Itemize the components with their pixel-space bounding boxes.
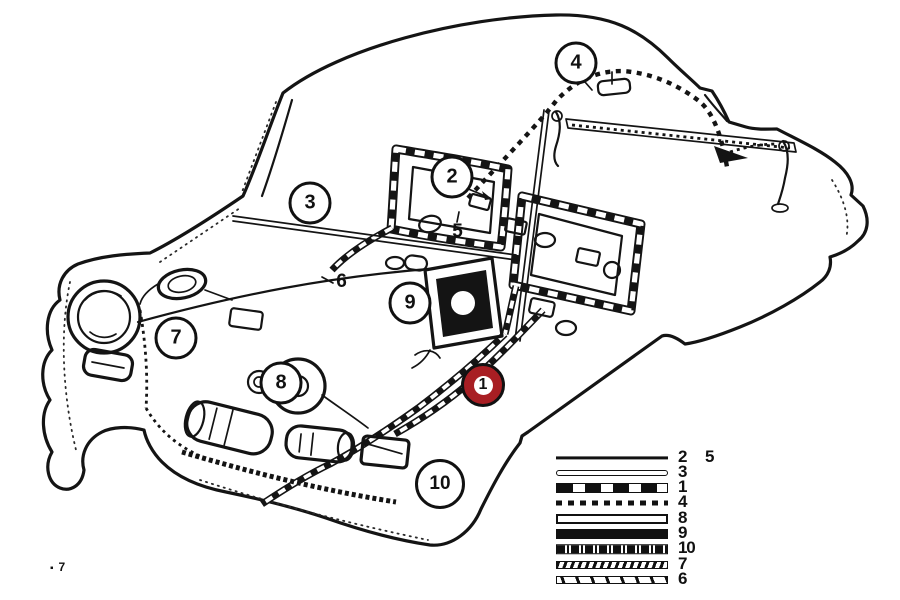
dash-components — [384, 192, 622, 337]
legend-row-9: 9 — [556, 523, 736, 542]
callout-7: 7 — [154, 316, 198, 360]
callout-label: 1 — [473, 375, 493, 395]
legend-row-1: 1 — [556, 477, 736, 496]
chassis-wire-6 — [136, 267, 430, 324]
legend-row-6: 6 — [556, 569, 736, 589]
chassis-wire-3 — [232, 215, 517, 261]
legend-pattern-solid-thin — [556, 455, 668, 460]
legend-label: 3 — [678, 461, 688, 481]
voltage-regulator — [411, 256, 504, 369]
stipple-shading — [62, 101, 849, 541]
callout-3: 3 — [288, 181, 332, 225]
legend-label: 10 — [678, 538, 696, 558]
legend-pattern-speckled-bar — [556, 575, 668, 584]
roof-harness-wire — [466, 68, 779, 200]
legend-pattern-block-dash — [556, 483, 668, 494]
footnote-marker: ▪ — [50, 563, 54, 574]
legend-row-8: 8 — [556, 507, 736, 527]
legend-pattern-ticked-bar — [556, 544, 668, 555]
callout-1: 1 — [461, 363, 505, 407]
rear-pillar-bracket — [771, 139, 790, 213]
legend-row-7: 7 — [556, 553, 736, 573]
sidelight — [81, 347, 135, 383]
ignition-coil — [284, 424, 356, 464]
horn — [156, 267, 233, 301]
steering-column — [514, 109, 550, 342]
dome-light — [596, 77, 632, 97]
legend-pattern-solid-bar — [556, 529, 668, 539]
callout-2: 2 — [430, 155, 474, 199]
legend-pattern-outline-thin — [556, 469, 668, 476]
callout-10: 10 — [415, 459, 465, 509]
relay-box — [228, 307, 264, 331]
callout-8: 8 — [259, 361, 303, 405]
car-body-outline — [41, 13, 869, 547]
wiper-bracket — [551, 110, 563, 168]
legend-label: 1 — [678, 477, 688, 497]
legend-label: 9 — [678, 523, 688, 543]
footnote-text: 7 — [58, 560, 66, 574]
legend-label: 6 — [678, 569, 688, 589]
headlight — [66, 279, 142, 355]
legend-row-10: 10 — [556, 538, 736, 557]
legend-pattern-hatched-bar — [556, 560, 668, 569]
footnote: ▪ 7 — [50, 560, 65, 574]
callout-9: 9 — [388, 281, 432, 325]
legend-label: 4 — [678, 492, 688, 512]
starter-motor — [183, 400, 274, 456]
legend-row-4: 4 — [556, 492, 736, 512]
callout-5: 5 — [452, 221, 463, 242]
legend-extra-label: 5 — [705, 446, 715, 466]
callout-4: 4 — [554, 41, 598, 85]
legend-label: 7 — [678, 553, 688, 573]
legend-pattern-dotted — [556, 500, 668, 506]
callout-6: 6 — [336, 271, 347, 292]
leader-lines — [456, 81, 593, 223]
legend-row-3: 3 — [556, 461, 736, 481]
junction-box — [359, 434, 411, 470]
front-harness — [138, 283, 397, 505]
legend-pattern-outline-bar — [556, 513, 668, 524]
legend-label: 2 — [678, 446, 688, 466]
legend-label: 8 — [678, 507, 688, 527]
